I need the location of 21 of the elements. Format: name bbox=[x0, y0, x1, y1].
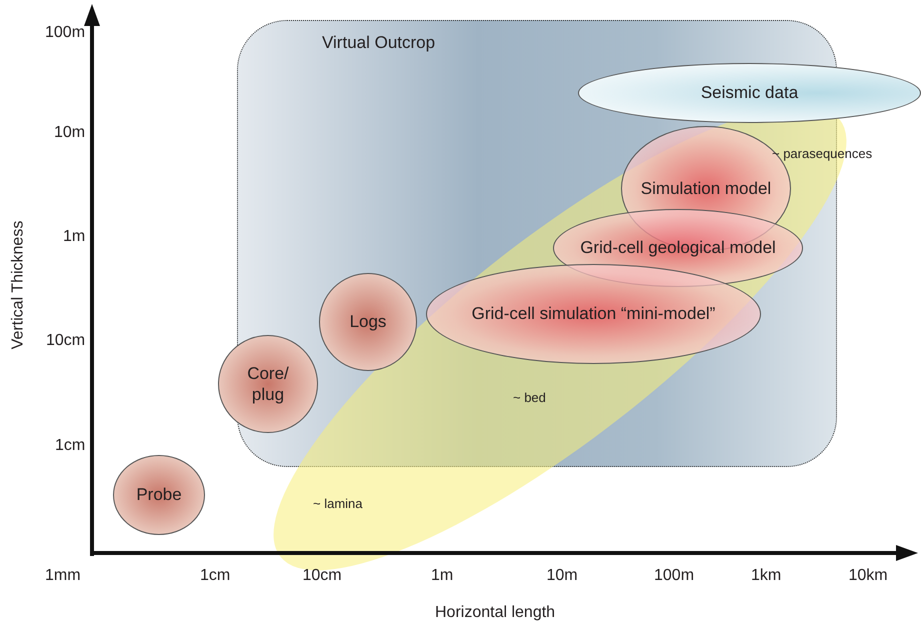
tick-label: 1mm bbox=[45, 567, 81, 585]
tick-label: 10cm bbox=[46, 332, 86, 350]
scale-ellipse: Probe bbox=[113, 455, 205, 535]
tick-label: 100m bbox=[45, 24, 86, 42]
tick-label: 1cm bbox=[55, 437, 86, 455]
region-title: Virtual Outcrop bbox=[322, 33, 436, 53]
tick-label: 10m bbox=[546, 567, 578, 585]
scale-note: ~ bed bbox=[513, 390, 546, 405]
tick-label: 1m bbox=[63, 228, 86, 246]
tick-label: 10m bbox=[54, 124, 86, 142]
tick-label: 1m bbox=[431, 567, 454, 585]
tick-label: 10cm bbox=[302, 567, 342, 585]
axis-title: Vertical Thickness bbox=[8, 220, 27, 350]
scale-note: ~ lamina bbox=[313, 496, 362, 511]
axis-title: Horizontal length bbox=[435, 604, 556, 622]
scale-ellipse: Grid-cell simulation “mini-model” bbox=[426, 264, 761, 364]
tick-label: 100m bbox=[654, 567, 694, 585]
tick-label: 1km bbox=[751, 567, 782, 585]
tick-label: 1cm bbox=[200, 567, 230, 585]
scale-ellipse: Logs bbox=[319, 273, 417, 371]
tick-label: 10km bbox=[848, 567, 888, 585]
